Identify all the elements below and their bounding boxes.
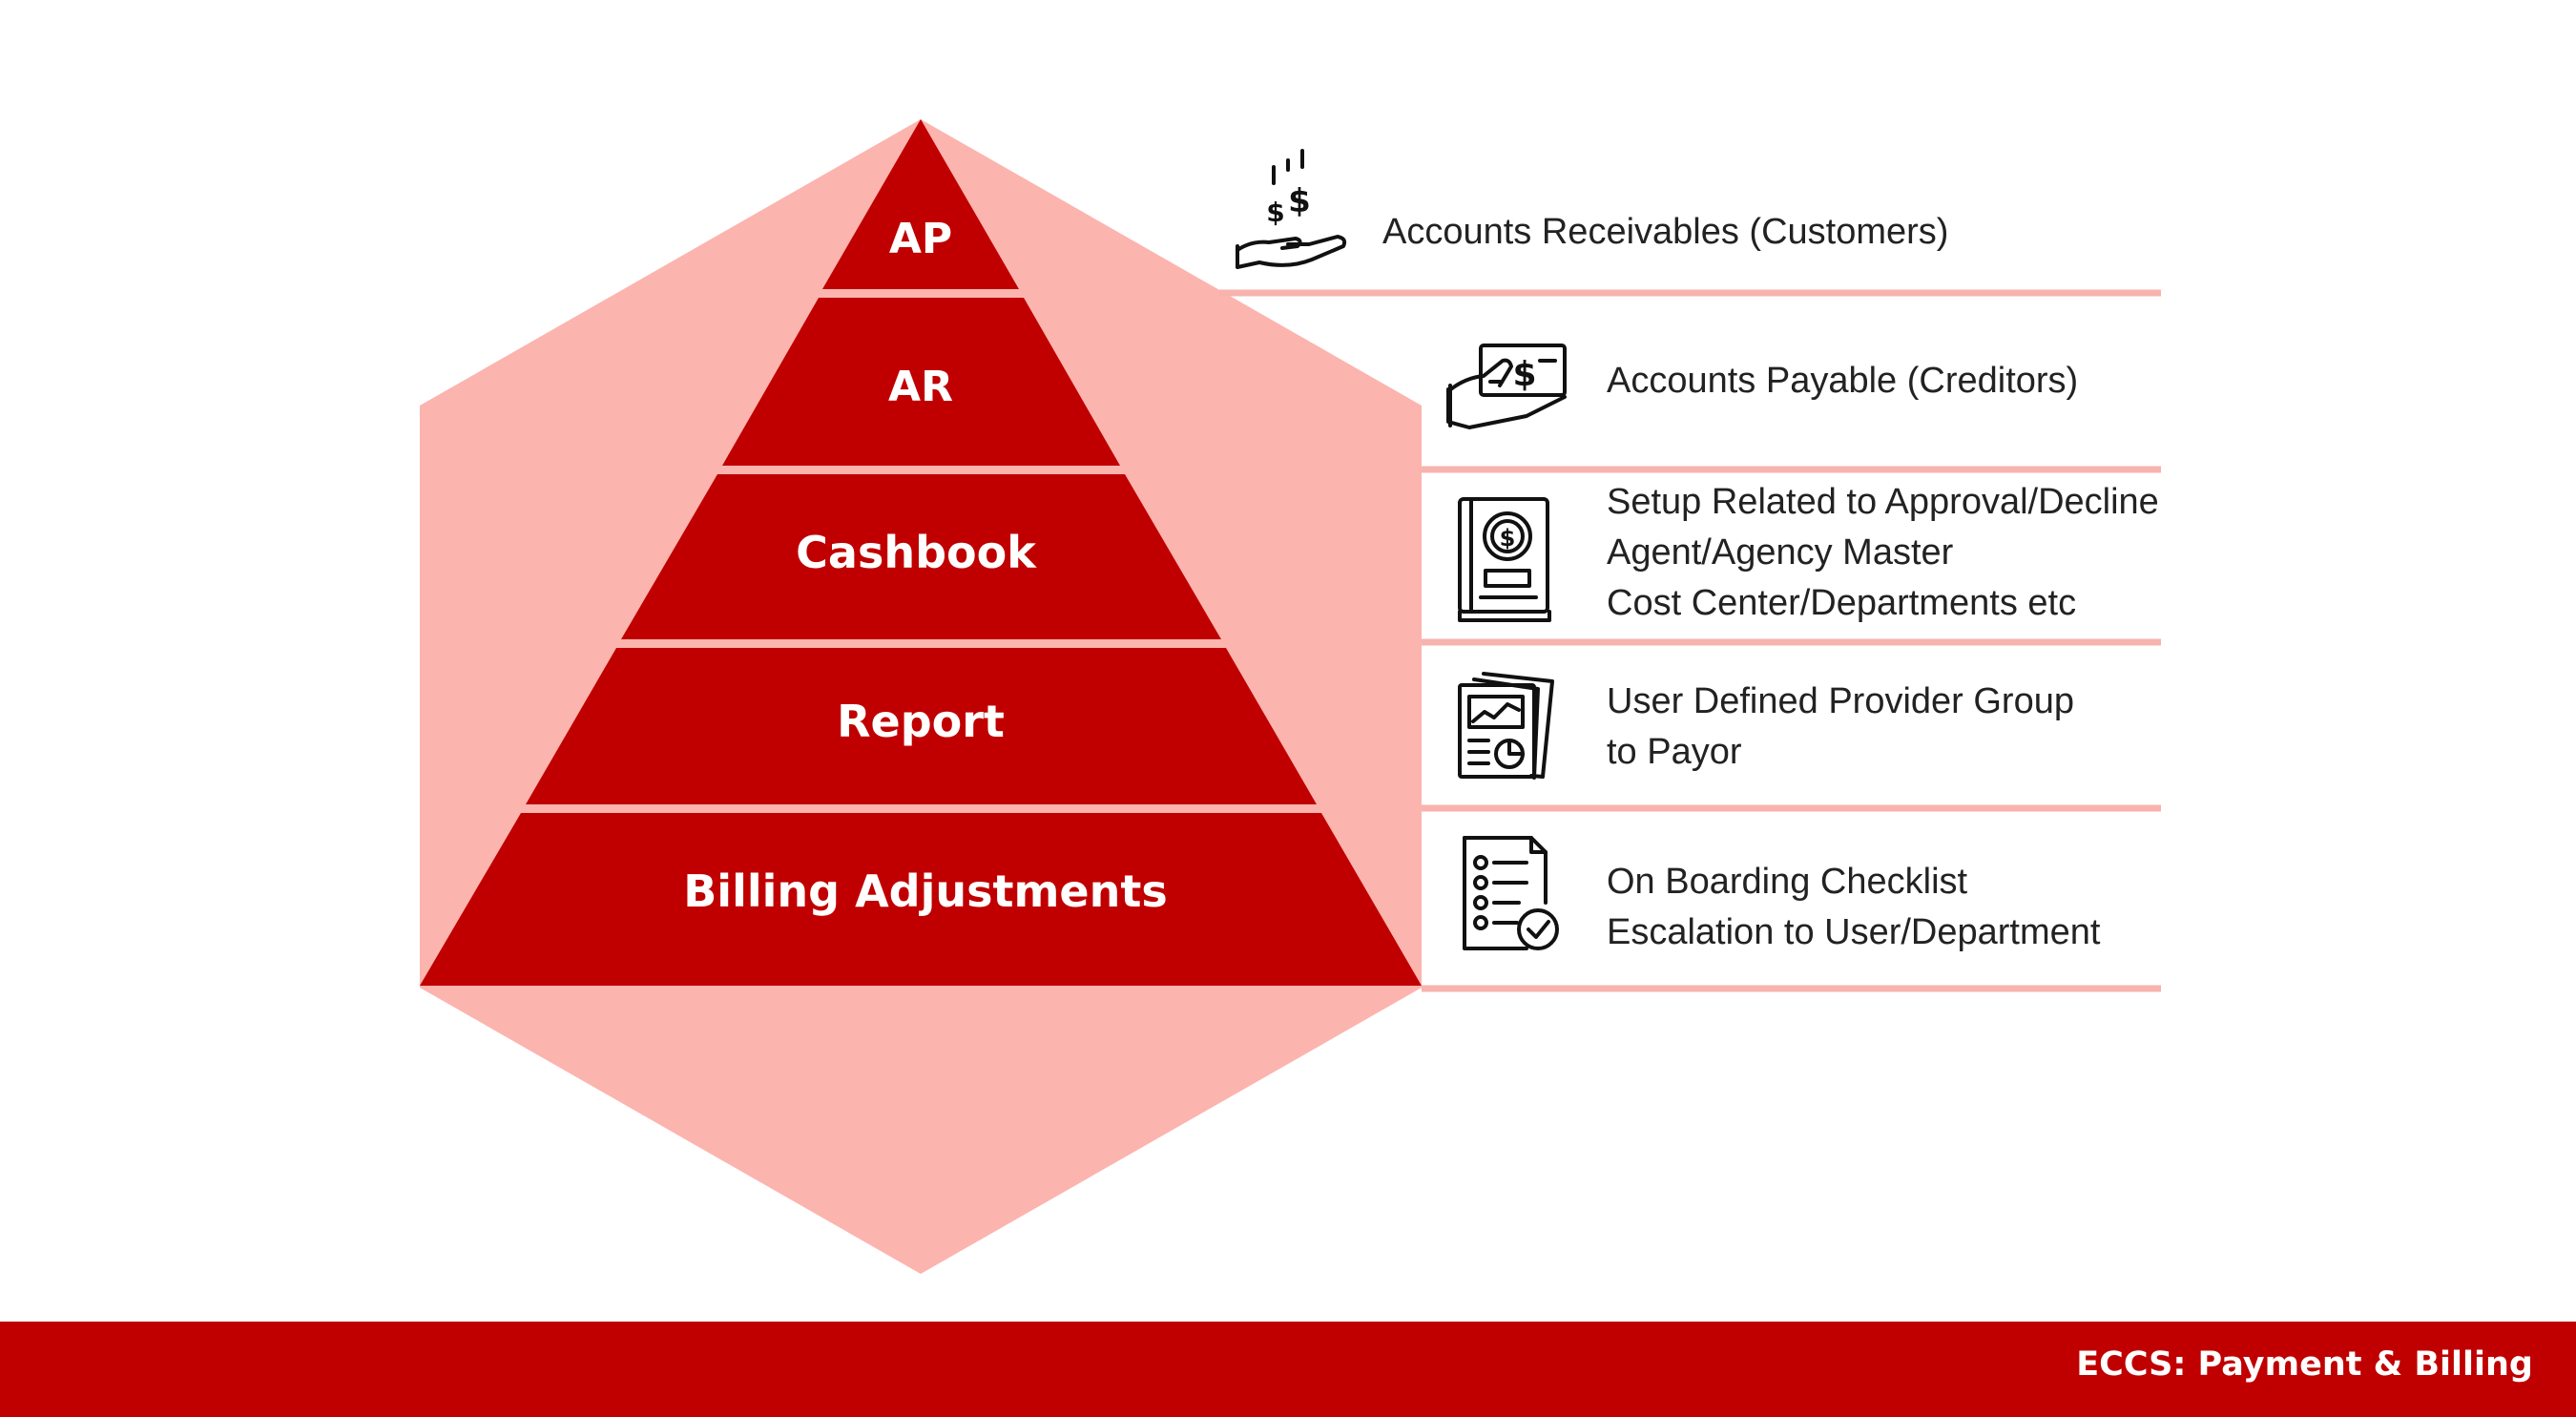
- pyramid-label-ar: AR: [888, 363, 953, 411]
- description-row-5: On Boarding Checklist Escalation to User…: [1607, 857, 2100, 958]
- description-row-1: Accounts Receivables (Customers): [1382, 207, 1948, 258]
- footer-bar: [0, 1322, 2576, 1417]
- svg-text:$: $: [1266, 197, 1284, 228]
- pyramid-level-cashbook: [621, 474, 1221, 639]
- description-line: On Boarding Checklist: [1607, 862, 1968, 902]
- footer-title: ECCS: Payment & Billing: [2076, 1345, 2533, 1384]
- svg-text:$: $: [1288, 182, 1311, 220]
- pyramid-label-cashbook: Cashbook: [796, 527, 1037, 578]
- description-line: Escalation to User/Department: [1607, 912, 2101, 952]
- svg-text:$: $: [1500, 525, 1516, 552]
- pyramid-level-ar: [722, 298, 1120, 466]
- description-line: User Defined Provider Group: [1607, 681, 2074, 721]
- pyramid-level-billing-adjustments: [420, 813, 1422, 986]
- checklist-icon: [1463, 836, 1559, 950]
- description-row-4: User Defined Provider Group to Payor: [1607, 677, 2074, 778]
- report-chart-icon: [1458, 672, 1554, 780]
- ledger-book-icon: $: [1458, 497, 1551, 622]
- svg-text:$: $: [1512, 355, 1536, 394]
- description-line: Accounts Payable (Creditors): [1607, 361, 2079, 401]
- description-line: Cost Center/Departments etc: [1607, 583, 2077, 623]
- pyramid-label-ap: AP: [889, 215, 952, 263]
- pyramid-level-report: [526, 648, 1317, 804]
- description-line: Accounts Receivables (Customers): [1382, 212, 1949, 252]
- hand-coins-icon: $ $: [1236, 149, 1347, 269]
- pyramid-level-ap: [822, 119, 1019, 289]
- pyramid-label-report: Report: [837, 696, 1005, 747]
- description-line: Setup Related to Approval/Decline: [1607, 482, 2159, 522]
- pyramid-label-billing-adjustments: Billing Adjustments: [683, 865, 1167, 917]
- description-line: Agent/Agency Master: [1607, 532, 1954, 573]
- description-row-2: Accounts Payable (Creditors): [1607, 356, 2078, 406]
- hand-cash-icon: $: [1446, 344, 1567, 429]
- description-line: to Payor: [1607, 732, 1742, 772]
- description-row-3: Setup Related to Approval/Decline Agent/…: [1607, 477, 2159, 629]
